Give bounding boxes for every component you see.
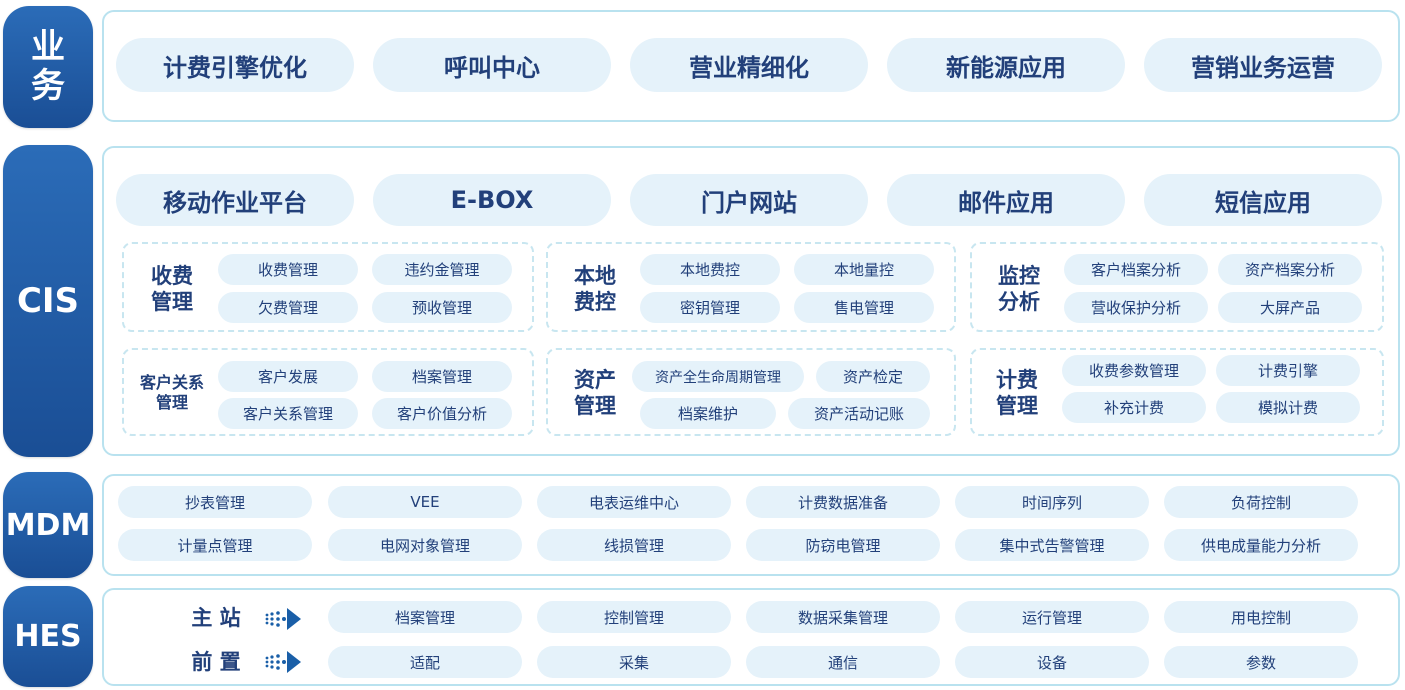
hes-item: 运行管理: [955, 601, 1149, 633]
layer-label-cis: CIS: [3, 145, 93, 457]
business-item: 呼叫中心: [373, 38, 611, 92]
cis-group-item: 本地费控: [640, 254, 780, 285]
cis-group-item: 模拟计费: [1216, 392, 1360, 423]
layer-label-text: HES: [14, 619, 82, 654]
group-title-line: 收费: [151, 263, 193, 288]
cis-group-item: 补充计费: [1062, 392, 1206, 423]
mdm-item: 集中式告警管理: [955, 529, 1149, 561]
group-title-line: 管理: [155, 393, 188, 412]
mdm-item: 线损管理: [537, 529, 731, 561]
mdm-item: 负荷控制: [1164, 486, 1358, 518]
cis-group-item: 大屏产品: [1218, 292, 1362, 323]
arrow-right-icon: [264, 649, 304, 675]
cis-group-item: 档案管理: [372, 361, 512, 392]
hes-item: 通信: [746, 646, 940, 678]
cis-group-item: 预收管理: [372, 292, 512, 323]
cis-group-item: 资产档案分析: [1218, 254, 1362, 285]
cis-group-title: 本地 费控: [552, 254, 638, 324]
mdm-item: 计量点管理: [118, 529, 312, 561]
cis-group-item: 客户价值分析: [372, 398, 512, 429]
cis-group-item: 资产全生命周期管理: [632, 361, 804, 392]
group-title-line: 管理: [996, 394, 1038, 418]
layer-label-business: 业 务: [3, 6, 93, 128]
hes-row-title: 主 站: [191, 605, 241, 630]
cis-group-title: 计费 管理: [974, 360, 1060, 426]
group-title-line: 资产: [574, 367, 616, 392]
cis-group-monitoring: [970, 242, 1384, 332]
group-title-line: 管理: [574, 394, 616, 418]
cis-group-item: 收费参数管理: [1062, 355, 1206, 386]
layer-label-text: MDM: [5, 507, 91, 543]
cis-group-item: 营收保护分析: [1064, 292, 1208, 323]
hes-item: 采集: [537, 646, 731, 678]
hes-item: 参数: [1164, 646, 1358, 678]
cis-group-item: 本地量控: [794, 254, 934, 285]
cis-group-title: 资产 管理: [552, 360, 638, 426]
mdm-item: 计费数据准备: [746, 486, 940, 518]
cis-group-item: 档案维护: [640, 398, 776, 429]
group-title-line: 管理: [151, 290, 193, 314]
cis-group-item: 收费管理: [218, 254, 358, 285]
group-title-line: 客户关系: [139, 373, 204, 392]
cis-group-title: 监控 分析: [976, 254, 1062, 324]
group-title-line: 分析: [998, 290, 1040, 314]
layer-label-mdm: MDM: [3, 472, 93, 578]
cis-group-title: 客户关系 管理: [126, 360, 218, 426]
layer-label-char: 业: [31, 26, 65, 67]
cis-group-item: 客户档案分析: [1064, 254, 1208, 285]
mdm-item: 抄表管理: [118, 486, 312, 518]
layer-label-text: CIS: [16, 281, 80, 321]
cis-group-local-control: [546, 242, 956, 332]
group-title-line: 计费: [996, 367, 1038, 392]
cis-group-item: 客户发展: [218, 361, 358, 392]
cis-group-item: 欠费管理: [218, 292, 358, 323]
mdm-item: 时间序列: [955, 486, 1149, 518]
cis-group-item: 售电管理: [794, 292, 934, 323]
business-item: 营业精细化: [630, 38, 868, 92]
arrow-right-icon: [264, 606, 304, 632]
cis-group-asset: [546, 348, 956, 436]
cis-group-item: 密钥管理: [640, 292, 780, 323]
cis-group-item: 资产活动记账: [788, 398, 930, 429]
cis-top-item: 邮件应用: [887, 174, 1125, 226]
cis-group-item: 客户关系管理: [218, 398, 358, 429]
mdm-item: 电网对象管理: [328, 529, 522, 561]
mdm-item: 防窃电管理: [746, 529, 940, 561]
layer-label-hes: HES: [3, 586, 93, 687]
cis-group-title: 收费 管理: [126, 254, 218, 324]
business-item: 新能源应用: [887, 38, 1125, 92]
cis-group-billing: [970, 348, 1384, 436]
cis-group-charge: [122, 242, 534, 332]
business-item: 计费引擎优化: [116, 38, 354, 92]
cis-group-item: 违约金管理: [372, 254, 512, 285]
hes-row-title: 前 置: [191, 649, 241, 674]
layer-label-char: 务: [31, 66, 65, 106]
hes-item: 控制管理: [537, 601, 731, 633]
mdm-item: 供电成量能力分析: [1164, 529, 1358, 561]
group-title-line: 本地: [574, 263, 616, 288]
cis-top-item: E-BOX: [373, 174, 611, 226]
mdm-item: 电表运维中心: [537, 486, 731, 518]
cis-group-item: 计费引擎: [1216, 355, 1360, 386]
hes-item: 用电控制: [1164, 601, 1358, 633]
group-title-line: 监控: [998, 263, 1040, 288]
cis-group-item: 资产检定: [816, 361, 930, 392]
hes-item: 数据采集管理: [746, 601, 940, 633]
cis-top-item: 移动作业平台: [116, 174, 354, 226]
cis-top-item: 门户网站: [630, 174, 868, 226]
hes-item: 适配: [328, 646, 522, 678]
cis-top-item: 短信应用: [1144, 174, 1382, 226]
business-item: 营销业务运营: [1144, 38, 1382, 92]
hes-item: 设备: [955, 646, 1149, 678]
hes-item: 档案管理: [328, 601, 522, 633]
group-title-line: 费控: [574, 290, 616, 314]
cis-group-customer-relation: [122, 348, 534, 436]
mdm-item: VEE: [328, 486, 522, 518]
